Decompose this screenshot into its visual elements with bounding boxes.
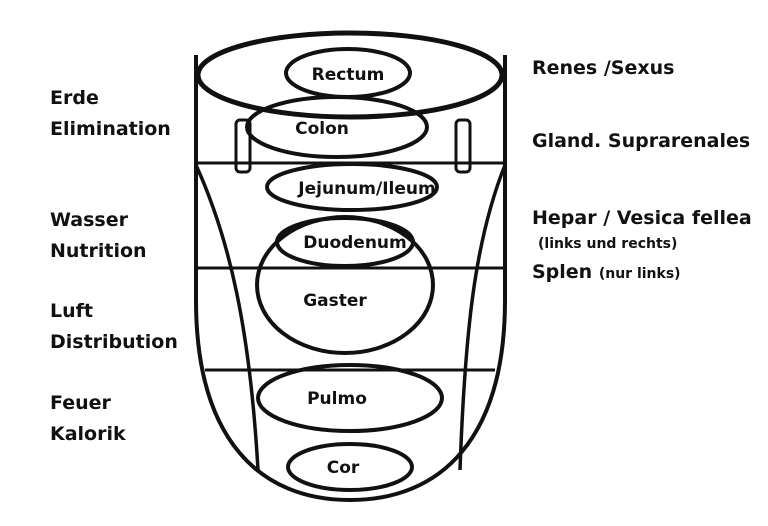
right-label-hepar: Hepar / Vesica fellea: [532, 204, 752, 232]
left-label-erde: Erde Elimination: [50, 83, 171, 145]
colon-shape: [245, 95, 429, 159]
label-line: Luft: [50, 300, 93, 322]
left-label-feuer: Feuer Kalorik: [50, 388, 126, 450]
splen-text: Splen: [532, 261, 593, 283]
right-label-renes: Renes /Sexus: [532, 53, 674, 84]
gland-right-shape: [454, 118, 472, 174]
hepar-note-text: (links und rechts): [538, 236, 678, 252]
label-line: Kalorik: [50, 423, 126, 445]
jejunum-shape: [265, 162, 439, 212]
top-ring: [195, 30, 505, 120]
right-label-hepar-note: (links und rechts): [538, 232, 677, 256]
cor-shape: [286, 442, 414, 492]
organ-cor: Cor: [327, 458, 360, 478]
inner-wall-right: [458, 164, 507, 471]
hepar-text: Hepar / Vesica fellea: [532, 207, 752, 229]
vessel-outline: [194, 55, 507, 503]
label-line: Feuer: [50, 392, 111, 414]
duodenum-shape: [275, 216, 415, 268]
inner-wall-left: [194, 164, 260, 471]
label-line: Distribution: [50, 331, 178, 353]
label-line: Wasser: [50, 209, 128, 231]
label-line: Erde: [50, 87, 99, 109]
gland-text: Gland. Suprarenales: [532, 130, 751, 152]
organ-jejunum: Jejunum/Ileum: [297, 179, 435, 199]
right-label-splen: Splen (nur links): [532, 258, 681, 288]
label-line: Elimination: [50, 118, 171, 140]
right-label-gland: Gland. Suprarenales: [532, 126, 750, 157]
organ-rectum: Rectum: [312, 65, 385, 85]
pulmo-shape: [256, 363, 444, 433]
label-line: Nutrition: [50, 240, 147, 262]
organ-gaster: Gaster: [303, 291, 367, 311]
organ-duodenum: Duodenum: [303, 233, 407, 253]
left-label-luft: Luft Distribution: [50, 296, 178, 358]
left-label-wasser: Wasser Nutrition: [50, 205, 147, 267]
organ-pulmo: Pulmo: [307, 389, 367, 409]
renes-text: Renes /Sexus: [532, 57, 675, 79]
organ-colon: Colon: [295, 119, 349, 139]
gland-left-shape: [234, 118, 252, 174]
splen-note-text: (nur links): [598, 266, 681, 282]
